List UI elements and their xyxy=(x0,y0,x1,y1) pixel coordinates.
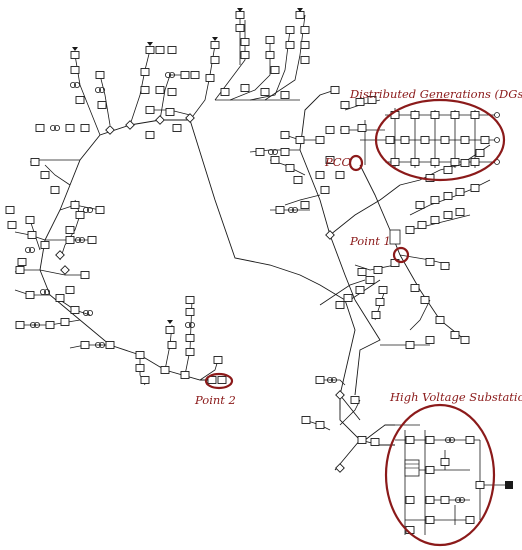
point2-label: Point 2 xyxy=(194,393,236,407)
pcc-label: PCC xyxy=(324,155,351,169)
point1-label: Point 1 xyxy=(349,234,391,248)
devices xyxy=(5,8,513,534)
right-feeder xyxy=(339,395,395,446)
highlights xyxy=(204,98,506,547)
point2-highlight xyxy=(204,372,234,390)
left-branches xyxy=(14,10,306,386)
substation-highlight xyxy=(384,403,496,547)
dg-label: Distributed Generations (DGs) xyxy=(349,87,522,101)
pcc-highlight xyxy=(348,154,364,172)
left-feeder xyxy=(39,119,356,396)
dg-highlight xyxy=(374,98,506,182)
substation-label: High Voltage Substation xyxy=(389,390,522,404)
feeder-lines xyxy=(39,89,466,471)
point1-highlight xyxy=(392,246,410,264)
